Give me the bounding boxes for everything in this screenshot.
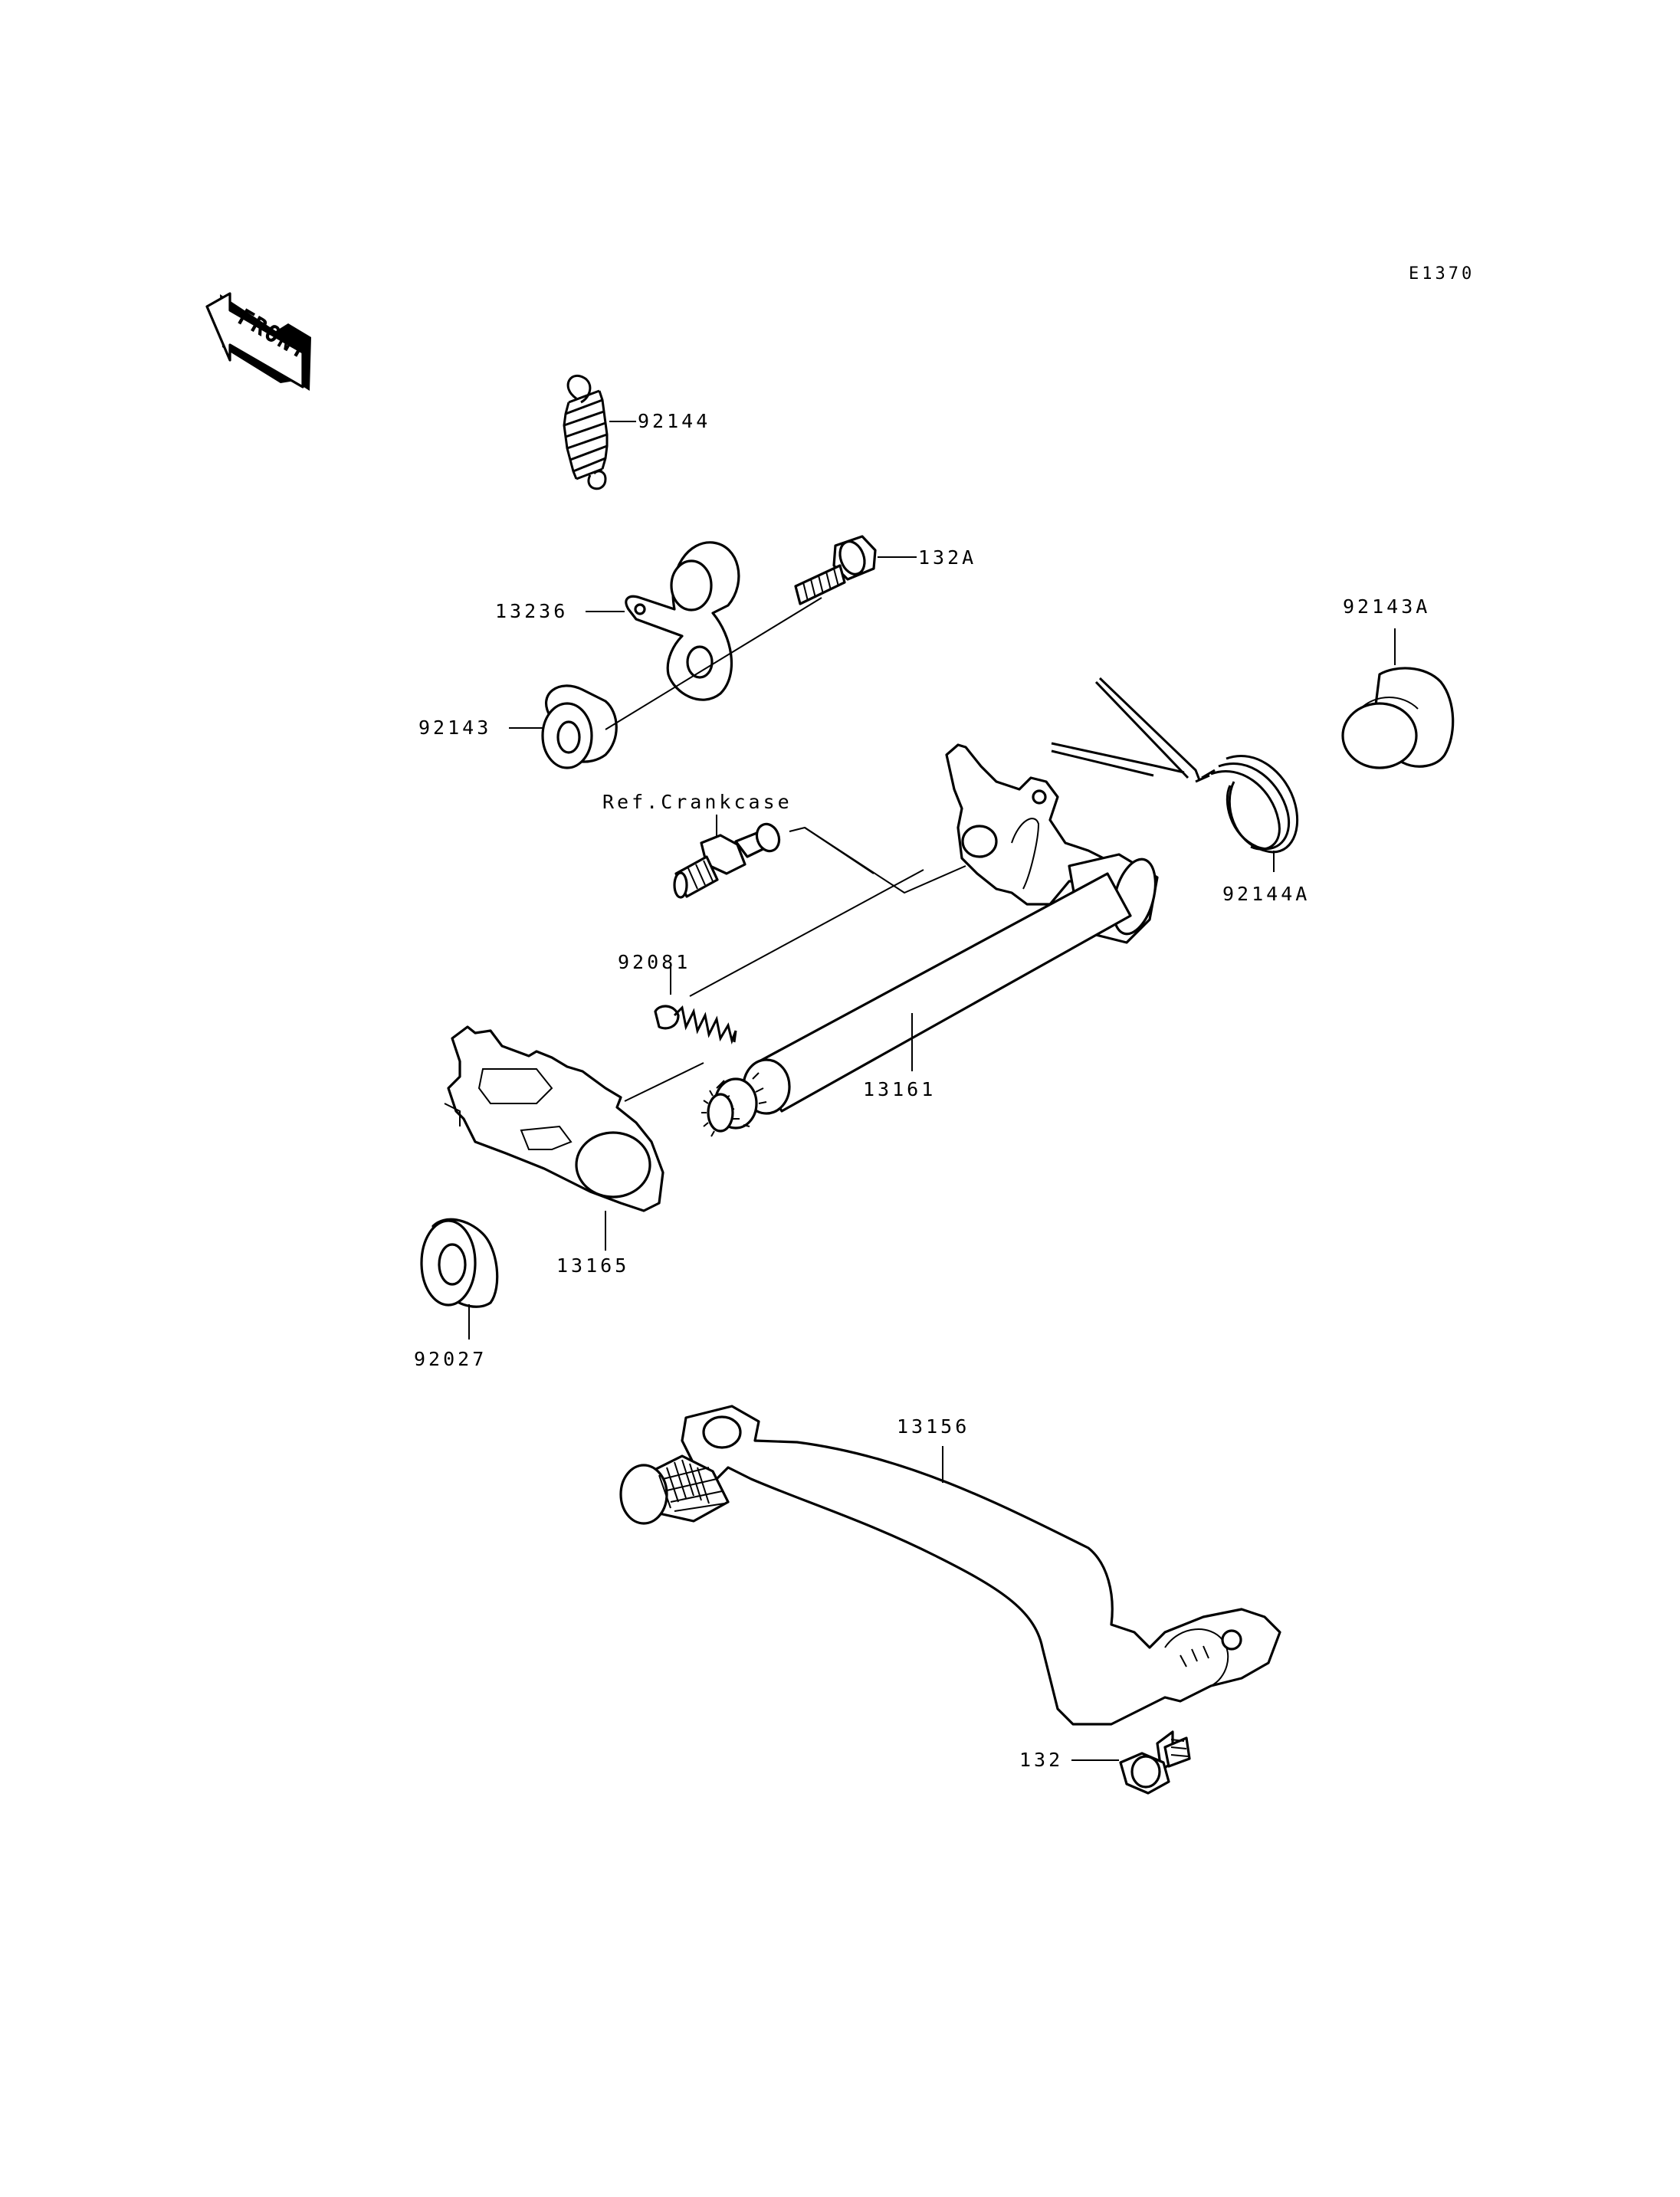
collar-92143 (541, 684, 618, 769)
callout-92027: 92027 (414, 1348, 487, 1370)
spring-92081 (654, 1005, 737, 1044)
bolt-132 (1119, 1730, 1191, 1795)
front-arrow-icon: FRONT (205, 292, 313, 391)
seal-92027 (420, 1218, 499, 1308)
torsion-spring-92144A (1051, 677, 1299, 854)
callout-92144A: 92144A (1222, 883, 1310, 905)
callout-132A: 132A (918, 546, 976, 569)
callout-92143A: 92143A (1343, 595, 1430, 618)
callout-13161: 13161 (863, 1078, 936, 1100)
bolt-132A (794, 535, 877, 605)
callout-13236: 13236 (495, 600, 568, 622)
callout-92144: 92144 (638, 410, 710, 432)
link-plate-13236 (625, 541, 740, 701)
callout-13156: 13156 (897, 1415, 970, 1438)
spring-92144 (563, 374, 609, 490)
callout-92143: 92143 (418, 716, 491, 739)
crankcase-stud (673, 822, 781, 899)
callout-92081: 92081 (618, 951, 691, 973)
shift-plate-13165 (444, 1025, 664, 1212)
callout-132: 132 (1019, 1749, 1063, 1771)
shift-lever-13156 (619, 1405, 1281, 1726)
reference-crankcase-label: Ref.Crankcase (602, 791, 792, 813)
collar-92143A (1341, 667, 1455, 769)
diagram-code: E1370 (1409, 264, 1475, 284)
shift-shaft-13161 (701, 743, 1159, 1137)
callout-13165: 13165 (556, 1254, 629, 1277)
